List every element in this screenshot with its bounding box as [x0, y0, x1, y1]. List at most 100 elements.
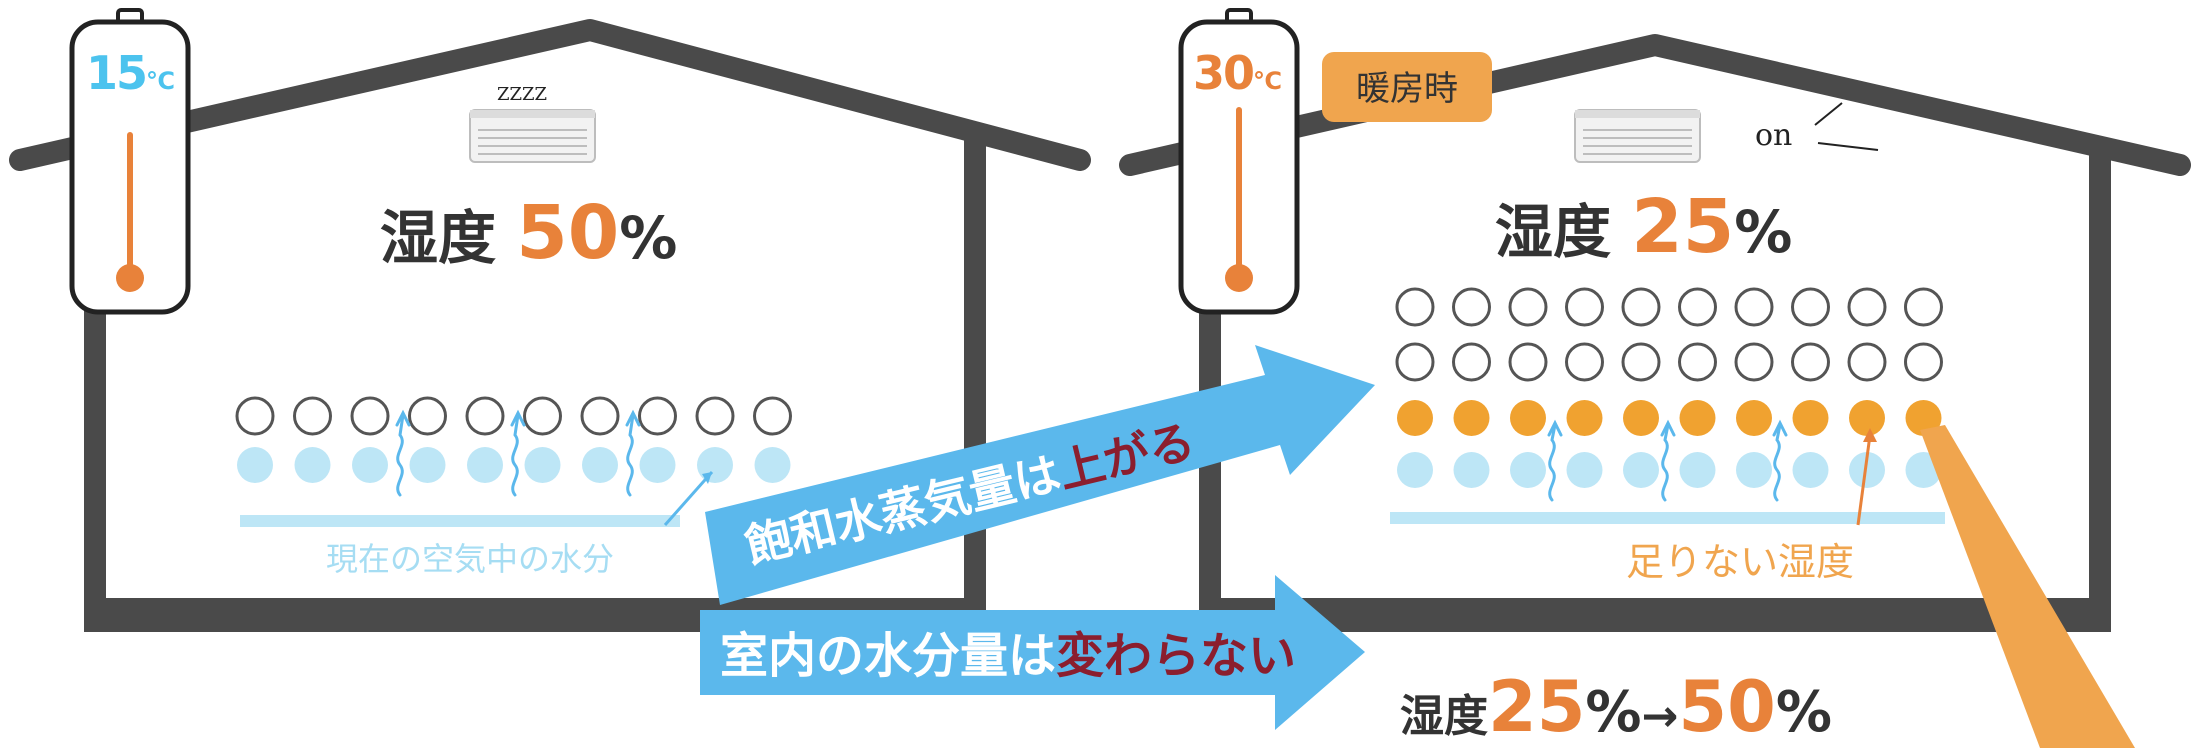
right-humidity-label: 湿度: [1495, 198, 1612, 266]
orange-circle: [1792, 400, 1829, 436]
right-empty-circles-row-2: [1395, 342, 1943, 382]
empty-circle: [1452, 287, 1491, 327]
water-circle: [1679, 452, 1716, 488]
empty-circle: [638, 396, 677, 436]
ac-signal-line: [1814, 102, 1843, 126]
shortage-pointer-head: [1863, 428, 1877, 442]
left-humidity-label: 湿度: [380, 204, 497, 272]
right-house: 暖房時 on 足りない湿度: [1119, 8, 2191, 748]
result-after-value: 50: [1678, 666, 1776, 748]
right-house-floor: [1199, 598, 2111, 632]
right-empty-circles-row-1: [1395, 287, 1943, 327]
water-circle: [582, 447, 618, 483]
empty-circle: [1791, 342, 1830, 382]
heating-badge: [1322, 52, 1492, 122]
right-ac-icon: [1574, 109, 1701, 163]
water-circle: [294, 447, 331, 483]
water-circle: [1397, 452, 1433, 488]
empty-circle: [1904, 342, 1943, 382]
shortage-pointer: [1856, 434, 1872, 526]
empty-circle: [695, 396, 735, 436]
empty-circle: [408, 396, 447, 436]
water-circle: [1453, 452, 1490, 488]
empty-circle: [1904, 287, 1943, 327]
left-water-surface: [240, 515, 680, 527]
orange-circle: [1566, 400, 1603, 436]
empty-circle: [1847, 287, 1887, 327]
water-caption: 現在の空気中の水分: [326, 540, 614, 578]
water-circle: [352, 447, 388, 483]
result-before-value: 25: [1488, 666, 1586, 748]
left-caption-pointer: [663, 471, 714, 526]
orange-circle: [1510, 400, 1546, 436]
empty-circle: [1508, 342, 1548, 382]
shortage-caption: 足りない湿度: [1626, 540, 1854, 584]
orange-circle: [1453, 400, 1490, 436]
left-thermometer-value: 15℃: [86, 46, 176, 100]
water-circle: [697, 447, 733, 483]
empty-circle: [1791, 287, 1830, 327]
saturation-arrow: 飽和水蒸気量は上がる: [705, 345, 1375, 605]
left-humidity-display: 湿度 50%: [380, 190, 678, 276]
orange-circle: [1736, 400, 1772, 436]
right-humidity-value: 25: [1631, 184, 1735, 270]
empty-circle: [1678, 287, 1717, 327]
empty-circle: [1452, 342, 1491, 382]
empty-circle: [350, 396, 390, 436]
orange-circle: [1849, 400, 1885, 436]
empty-circle: [235, 396, 275, 436]
orange-circle: [1905, 400, 1942, 436]
water-circle: [1623, 452, 1659, 488]
water-circle: [639, 447, 676, 483]
water-circle: [1849, 452, 1885, 488]
left-caption-pointer-head: [702, 472, 712, 484]
heating-badge-label: 暖房時: [1356, 69, 1458, 109]
water-circle: [754, 447, 791, 483]
orange-circle: [1397, 400, 1433, 436]
empty-circle: [1395, 342, 1435, 382]
empty-circle: [293, 396, 332, 436]
empty-circle: [465, 396, 505, 436]
left-ac-sound-text: ZZZZ: [497, 84, 547, 105]
empty-circle: [1621, 342, 1661, 382]
orange-circle: [1623, 400, 1659, 436]
right-thermometer-value: 30℃: [1193, 46, 1283, 100]
right-thermometer-icon: [1178, 8, 1300, 315]
water-circle: [237, 447, 273, 483]
empty-circle: [1395, 287, 1435, 327]
empty-circle: [1734, 342, 1774, 382]
water-circle: [1566, 452, 1603, 488]
result-label: 湿度: [1400, 691, 1488, 742]
empty-circle: [753, 396, 792, 436]
orange-circle: [1679, 400, 1716, 436]
water-circle: [467, 447, 503, 483]
moisture-arrow: 室内の水分量は変わらない: [700, 575, 1365, 730]
empty-circle: [1678, 342, 1717, 382]
left-empty-circles: [235, 396, 792, 436]
moisture-arrow-label: 室内の水分量は変わらない: [720, 628, 1296, 684]
left-humidity-value: 50: [516, 190, 620, 276]
water-circle: [409, 447, 446, 483]
ac-status-text: on: [1755, 118, 1792, 153]
left-thermometer-icon: [69, 8, 191, 315]
empty-circle: [523, 396, 562, 436]
water-circle: [524, 447, 561, 483]
right-orange-circles: [1397, 400, 1942, 436]
right-house-roof: [1119, 34, 2191, 176]
left-ac-icon: [469, 109, 596, 163]
empty-circle: [1847, 342, 1887, 382]
callout-wedge: [1920, 425, 2135, 748]
left-evaporation-arrows-icon: [395, 409, 641, 497]
result-humidity-display: 湿度25%→50%: [1400, 666, 1832, 748]
water-circle: [1736, 452, 1772, 488]
empty-circle: [1621, 287, 1661, 327]
empty-circle: [580, 396, 620, 436]
right-humidity-display: 湿度 25%: [1495, 184, 1793, 270]
right-water-circles: [1397, 452, 1942, 488]
ac-signal-line: [1817, 142, 1879, 151]
water-circle: [1792, 452, 1829, 488]
empty-circle: [1565, 287, 1604, 327]
empty-circle: [1565, 342, 1604, 382]
